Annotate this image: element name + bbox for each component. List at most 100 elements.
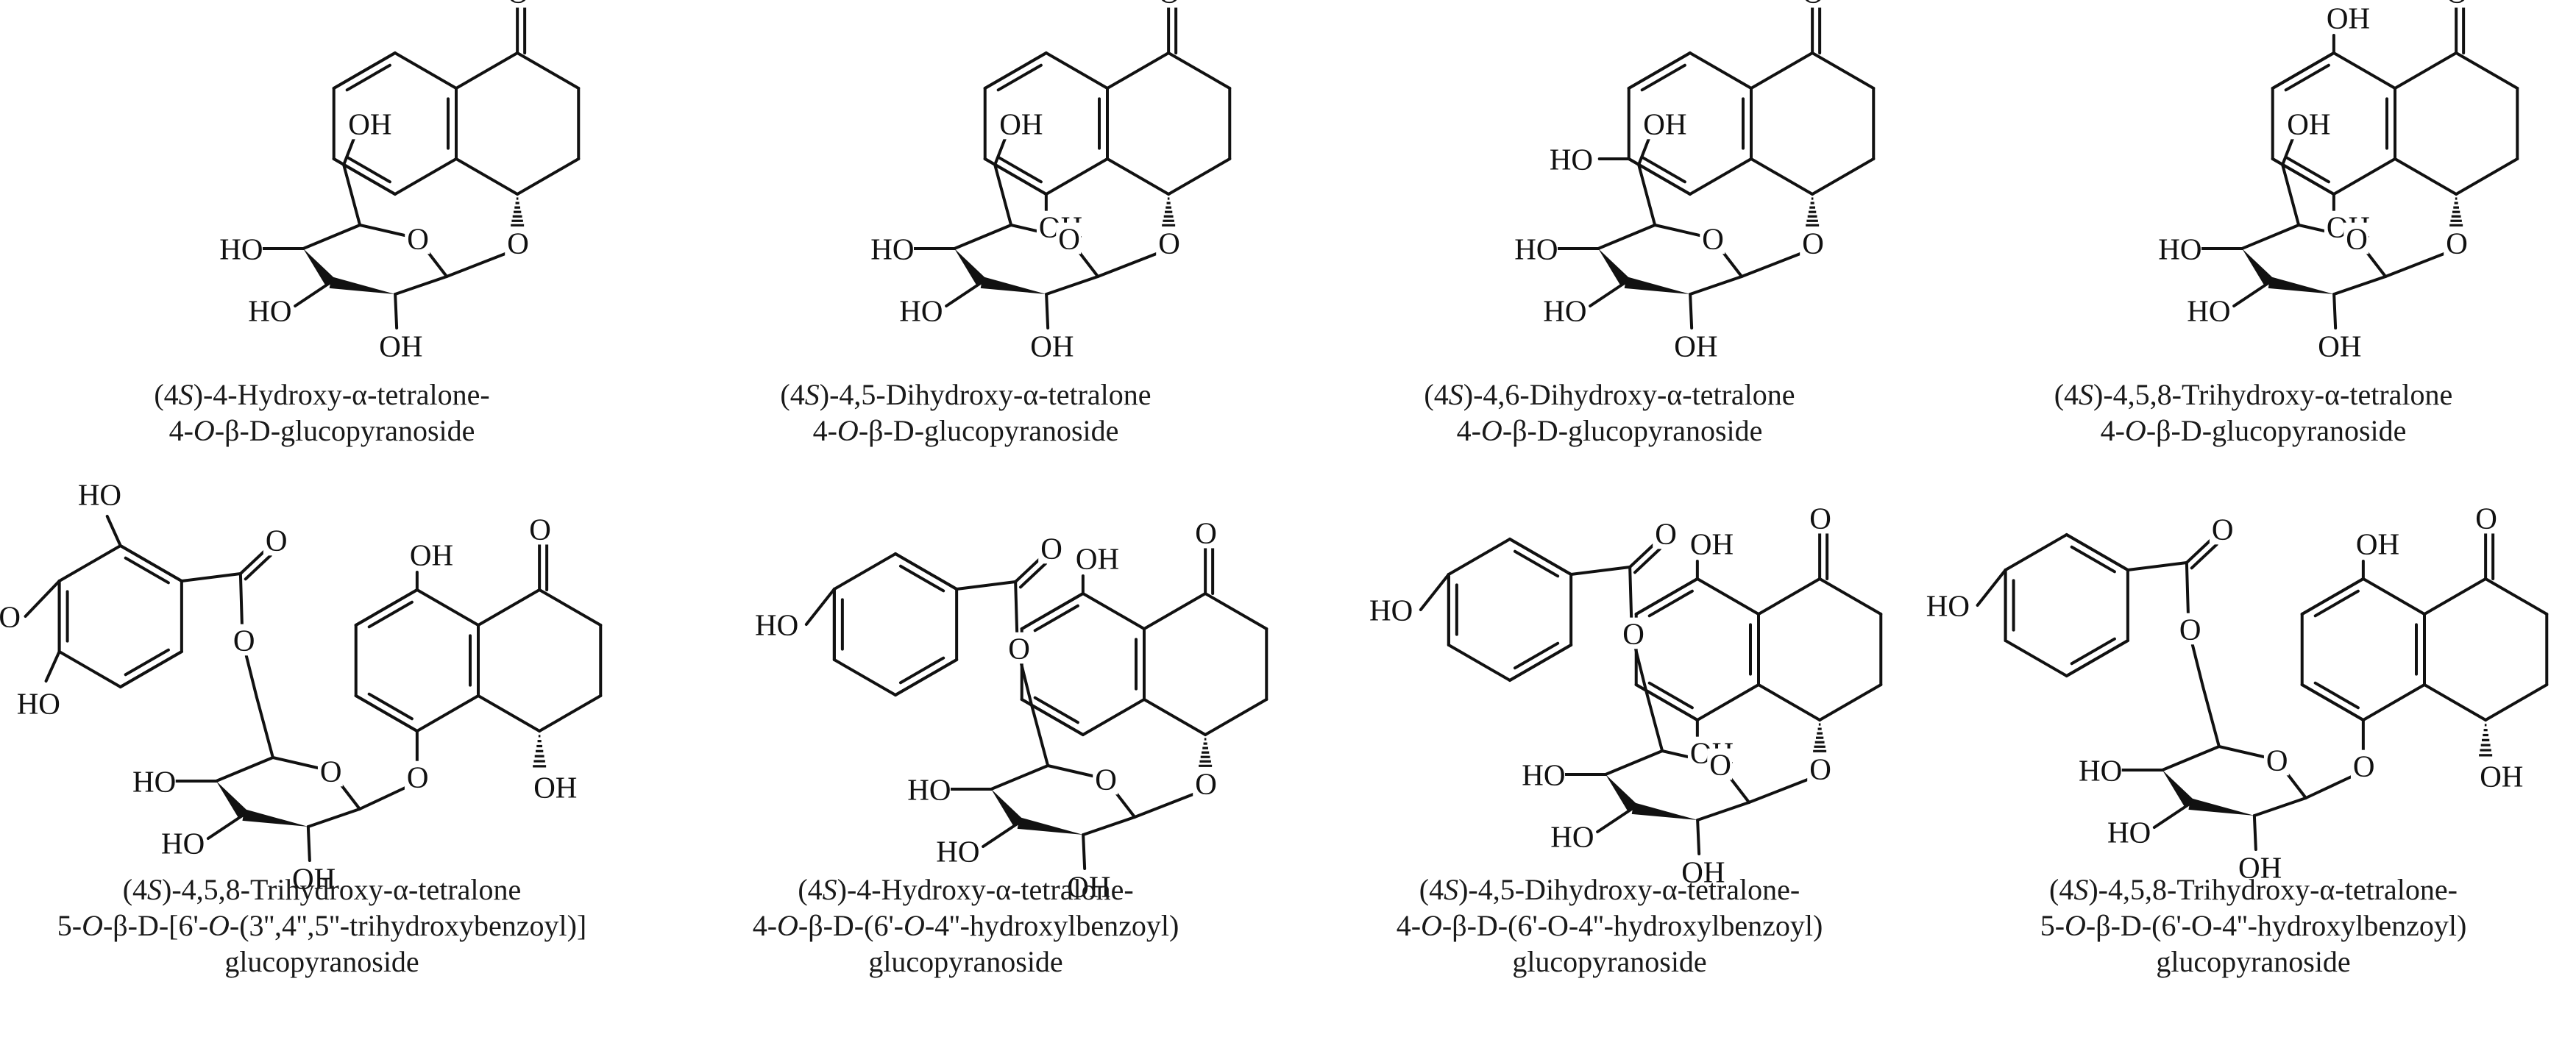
caption-line: 5-O-β-D-[6'-O-(3'',4'',5''-trihydroxyben… [57, 909, 587, 942]
svg-text:HO: HO [755, 607, 798, 641]
caption-line: glucopyranoside [2156, 945, 2351, 978]
double-bond-inner-line [1513, 641, 1560, 670]
aromatic-double-bond [2271, 51, 2335, 90]
glycosidic-oxygen: O [1800, 226, 1825, 260]
single-bond [2240, 224, 2301, 250]
single-bond [2004, 533, 2068, 571]
single-bond [415, 694, 480, 733]
double-bond-inner-line [2284, 63, 2330, 92]
hydroxyl-c8: OH [1687, 527, 1734, 560]
hydroxyl-c2: OH [289, 861, 336, 895]
single-bond [1689, 293, 1694, 329]
hydroxyl-c6-glucose: OH [1641, 107, 1686, 140]
single-bond [1081, 592, 1146, 630]
carbonyl-double-bond [1014, 557, 1043, 583]
aromatic-double-bond [2065, 533, 2129, 571]
single-bond [1811, 157, 1876, 196]
compound-panel-3: OHOOOHOHOOHOH (4S)-4,6-Dihydroxy-α-tetra… [1288, 0, 1931, 518]
single-bond [394, 275, 449, 296]
carbonyl-oxygen: O [1038, 531, 1064, 565]
svg-text:O: O [1622, 616, 1644, 650]
single-bond [2160, 745, 2221, 771]
single-bond [1695, 577, 1760, 616]
svg-text:O: O [1008, 631, 1030, 665]
single-bond [1637, 163, 1657, 227]
single-bond [2304, 774, 2355, 799]
single-bond [1750, 157, 1814, 196]
hydroxyl-c2: OH [1679, 855, 1725, 888]
caption-line: (4S)-4-Hydroxy-α-tetralone- [154, 378, 490, 411]
glycosidic-oxygen: O [2350, 749, 2376, 783]
svg-text:O: O [1702, 221, 1724, 255]
single-bond [2332, 51, 2396, 90]
single-bond [1143, 698, 1207, 736]
single-bond [538, 694, 603, 733]
ketone-oxygen: O [2473, 501, 2499, 535]
aromatic-double-bond [354, 694, 419, 733]
svg-text:OH: OH [999, 107, 1043, 140]
single-bond [538, 588, 603, 627]
single-bond [1204, 592, 1269, 630]
double-bond-inner-line [898, 564, 945, 593]
aromatic-double-bond [2300, 577, 2365, 616]
svg-text:O: O [529, 512, 551, 546]
svg-text:OH: OH [1067, 869, 1110, 903]
carbonyl-oxygen: O [263, 523, 288, 557]
single-bond [1757, 683, 1822, 721]
svg-text:OH: OH [2238, 850, 2282, 884]
caption-line: glucopyranoside [224, 945, 419, 978]
caption-line: 5-O-β-D-(6'-O-4''-hydroxylbenzoyl) [2040, 909, 2467, 942]
single-bond [953, 224, 1013, 250]
svg-text:O: O [2446, 0, 2468, 9]
svg-text:OH: OH [1030, 329, 1074, 363]
ester-oxygen: O [1006, 631, 1032, 665]
svg-text:O: O [1158, 226, 1180, 260]
svg-text:OH: OH [348, 107, 391, 140]
svg-text:HO: HO [78, 477, 121, 511]
ring-oxygen: O [405, 221, 430, 255]
double-bond-inner-line [367, 692, 414, 721]
single-bond [445, 252, 509, 278]
hydroxyl-c4: HO [1519, 758, 1565, 791]
bold-ring-bond [303, 249, 336, 287]
single-bond [1030, 704, 1050, 767]
svg-text:OH: OH [2327, 1, 2370, 35]
double-bond-inner-line [1640, 63, 1686, 92]
hydroxyl-hashed-bond [533, 735, 547, 768]
svg-text:HO: HO [161, 826, 205, 860]
hydroxyl-c6-glucose: OH [346, 107, 391, 140]
ketone-oxygen: O [1807, 501, 1833, 535]
ring-oxygen: O [1700, 221, 1725, 255]
double-bond-inner-line [124, 648, 170, 677]
single-bond [455, 51, 519, 90]
aromatic-double-bond [354, 588, 419, 627]
caption-line: 4-O-β-D-glucopyranoside [2100, 414, 2407, 447]
svg-text:HO: HO [2187, 293, 2230, 327]
bold-ring-bond [242, 809, 308, 827]
hydroxyl-c4: OH [531, 770, 577, 804]
phenol-hydroxyl: HO [752, 607, 798, 641]
caption-line: 4-O-β-D-(6'-O-4''-hydroxylbenzoyl) [1396, 909, 1823, 942]
svg-text:OH: OH [292, 861, 336, 895]
aromatic-double-bond [1508, 538, 1573, 576]
svg-text:OH: OH [1681, 855, 1725, 888]
single-bond [393, 51, 458, 90]
ketone-oxygen: O [2444, 0, 2469, 9]
single-bond [1106, 157, 1171, 196]
single-bond [2423, 683, 2488, 721]
double-bond-inner-line [1647, 681, 1694, 710]
single-bond [2004, 639, 2068, 677]
double-bond-inner-line [898, 656, 945, 685]
svg-text:HO: HO [0, 599, 21, 633]
single-bond [1096, 252, 1160, 278]
svg-text:O: O [1095, 762, 1117, 796]
single-bond [206, 813, 245, 840]
bold-ring-bond [991, 789, 1023, 827]
single-bond [2361, 577, 2426, 616]
hydroxyl-c6-glucose: OH [997, 107, 1043, 140]
svg-text:O: O [1058, 221, 1080, 255]
single-bond [2332, 157, 2396, 196]
single-bond [955, 580, 1018, 591]
